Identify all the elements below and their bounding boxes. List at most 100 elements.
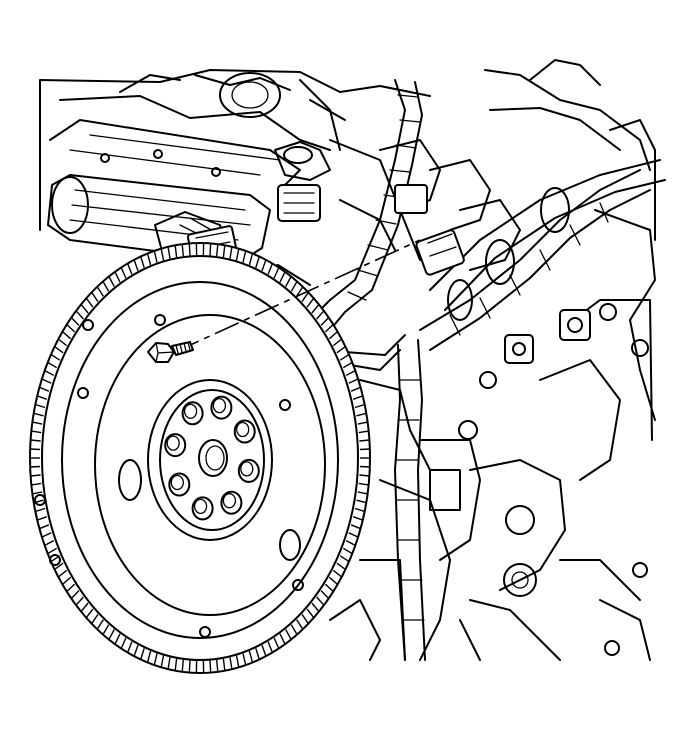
ring-gear-tooth: [114, 633, 121, 645]
ring-gear-tooth: [41, 532, 52, 538]
ring-gear-tooth: [85, 608, 94, 619]
ring-gear-tooth: [37, 516, 48, 521]
ring-gear-tooth: [57, 569, 68, 578]
ring-gear-tooth: [261, 644, 267, 657]
ring-gear-tooth: [32, 421, 43, 425]
ring-gear-tooth: [358, 430, 369, 434]
ring-gear-tooth: [324, 583, 334, 593]
ring-gear-tooth: [75, 310, 84, 320]
ring-gear-tooth: [350, 386, 361, 392]
ring-gear-tooth: [35, 507, 46, 513]
ring-gear-tooth: [248, 253, 254, 266]
ring-gear-tooth: [188, 660, 191, 673]
hub-bolt: [181, 401, 204, 426]
ring-gear-tooth: [285, 276, 292, 287]
ring-gear-tooth: [102, 624, 110, 635]
ring-gear-tooth: [336, 562, 346, 570]
hub-bolt: [220, 490, 243, 515]
ring-gear-tooth: [120, 637, 127, 649]
ring-gear-tooth: [235, 248, 240, 261]
ring-gear-tooth: [350, 524, 361, 530]
ring-gear-tooth: [209, 660, 212, 673]
flywheel-bolts: [164, 395, 260, 521]
hub-bolt: [210, 395, 233, 420]
ring-gear-tooth: [54, 562, 64, 570]
hub-bolt: [237, 458, 260, 483]
ring-gear-tooth: [62, 576, 72, 585]
ring-gear-tooth: [39, 524, 50, 530]
ring-gear-tooth: [311, 602, 320, 613]
ring-gear-tooth: [328, 576, 338, 585]
ring-gear-tooth: [133, 644, 139, 657]
ring-gear-tooth: [66, 323, 76, 333]
ring-gear-tooth: [320, 590, 330, 599]
ring-gear-tooth: [255, 256, 260, 268]
ring-gear-tooth: [290, 624, 298, 635]
ring-gear-tooth: [80, 303, 89, 314]
ring-gear-tooth: [96, 286, 104, 297]
ring-gear-tooth: [30, 474, 41, 477]
ring-gear-tooth: [222, 245, 226, 258]
ring-gear-tooth: [32, 491, 43, 495]
ring-gear-tooth: [31, 482, 42, 486]
ring-gear-tooth: [306, 608, 315, 619]
ring-gear-tooth: [216, 659, 219, 672]
hub-bolt: [191, 496, 214, 521]
ring-gear-tooth: [273, 637, 280, 649]
hub-bolt: [233, 419, 256, 444]
ring-gear-tooth: [70, 317, 80, 326]
ring-gear-tooth: [290, 281, 298, 292]
ring-gear-tooth: [57, 338, 68, 347]
ring-gear-tooth: [188, 243, 191, 256]
ring-gear-tooth: [339, 555, 350, 563]
ring-gear-tooth: [153, 653, 158, 666]
ring-gear-tooth: [146, 253, 152, 266]
ring-gear-tooth: [181, 659, 184, 672]
ring-gear-tooth: [222, 658, 226, 671]
ring-gear-tooth: [133, 259, 139, 272]
ring-gear-tooth: [70, 590, 80, 599]
ring-gear-tooth: [47, 361, 58, 369]
ring-gear-tooth: [102, 281, 110, 292]
ring-gear-tooth: [354, 403, 365, 409]
ring-gear-tooth: [153, 250, 158, 263]
ring-gear-tooth: [41, 378, 52, 384]
ring-gear-tooth: [91, 291, 99, 302]
ring-gear-tooth: [242, 250, 247, 263]
ring-gear-tooth: [85, 297, 94, 308]
ring-gear-tooth: [229, 246, 233, 259]
ring-gear-tooth: [174, 658, 178, 671]
ring-gear-tooth: [50, 353, 61, 361]
ring-gear-tooth: [248, 650, 254, 663]
ring-gear-tooth: [328, 331, 338, 340]
ring-gear-tooth: [242, 653, 247, 666]
ring-gear-tooth: [96, 619, 104, 630]
ring-gear-tooth: [31, 430, 42, 434]
ring-gear-tooth: [279, 633, 286, 645]
ring-gear-tooth: [140, 256, 145, 268]
ring-gear-tooth: [296, 286, 304, 297]
ring-gear-tooth: [235, 655, 240, 668]
hub-bolt: [164, 433, 187, 458]
ring-gear-tooth: [359, 439, 370, 442]
ring-gear-tooth: [332, 338, 343, 347]
ring-gear-tooth: [339, 353, 350, 361]
ring-gear-tooth: [306, 297, 315, 308]
ring-gear-tooth: [91, 614, 99, 625]
ring-gear-tooth: [296, 619, 304, 630]
ring-gear-tooth: [66, 583, 76, 593]
ring-gear-tooth: [279, 271, 286, 283]
ring-gear-tooth: [30, 465, 41, 468]
ring-gear-tooth: [352, 395, 363, 400]
ring-gear-tooth: [358, 482, 369, 486]
hub-bolt: [168, 472, 191, 497]
ring-gear-tooth: [30, 448, 41, 451]
ring-gear-tooth: [359, 474, 370, 477]
ring-gear-tooth: [39, 386, 50, 392]
ring-gear-tooth: [261, 259, 267, 272]
ring-gear-tooth: [320, 317, 330, 326]
ring-gear-tooth: [120, 267, 127, 279]
ring-gear-tooth: [108, 629, 115, 640]
ring-gear-tooth: [345, 539, 356, 547]
ring-gear-tooth: [108, 276, 115, 287]
